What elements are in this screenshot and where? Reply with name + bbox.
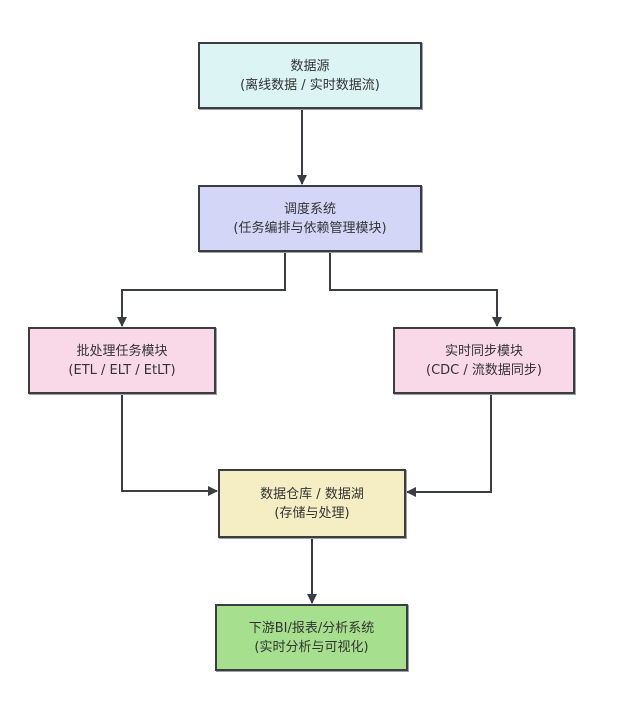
- node-title: 下游BI/报表/分析系统: [248, 620, 375, 636]
- node-subtitle: (离线数据 / 实时数据流): [240, 77, 380, 93]
- node-subtitle: (ETL / ELT / EtLT): [68, 362, 176, 378]
- node-realtime-sync[interactable]: 实时同步模块 (CDC / 流数据同步): [393, 327, 575, 394]
- node-batch-processing[interactable]: 批处理任务模块 (ETL / ELT / EtLT): [28, 327, 216, 394]
- node-title: 批处理任务模块: [76, 343, 168, 359]
- node-title: 数据仓库 / 数据湖: [260, 486, 364, 502]
- edge-realtime-to-warehouse: [406, 395, 492, 497]
- node-subtitle: (任务编排与依赖管理模块): [233, 220, 387, 236]
- node-title: 数据源: [290, 58, 330, 74]
- node-data-warehouse[interactable]: 数据仓库 / 数据湖 (存储与处理): [218, 469, 406, 538]
- node-subtitle: (实时分析与可视化): [254, 639, 369, 655]
- node-title: 调度系统: [283, 201, 336, 217]
- node-data-source[interactable]: 数据源 (离线数据 / 实时数据流): [198, 42, 422, 109]
- edge-batch-to-warehouse: [121, 395, 218, 496]
- node-title: 实时同步模块: [444, 343, 523, 359]
- node-subtitle: (存储与处理): [274, 505, 350, 521]
- node-downstream-bi[interactable]: 下游BI/报表/分析系统 (实时分析与可视化): [215, 604, 408, 671]
- node-scheduler[interactable]: 调度系统 (任务编排与依赖管理模块): [198, 185, 422, 252]
- node-subtitle: (CDC / 流数据同步): [426, 362, 542, 378]
- edge-scheduler-to-batch: [117, 253, 286, 327]
- edge-scheduler-to-realtime: [329, 253, 502, 327]
